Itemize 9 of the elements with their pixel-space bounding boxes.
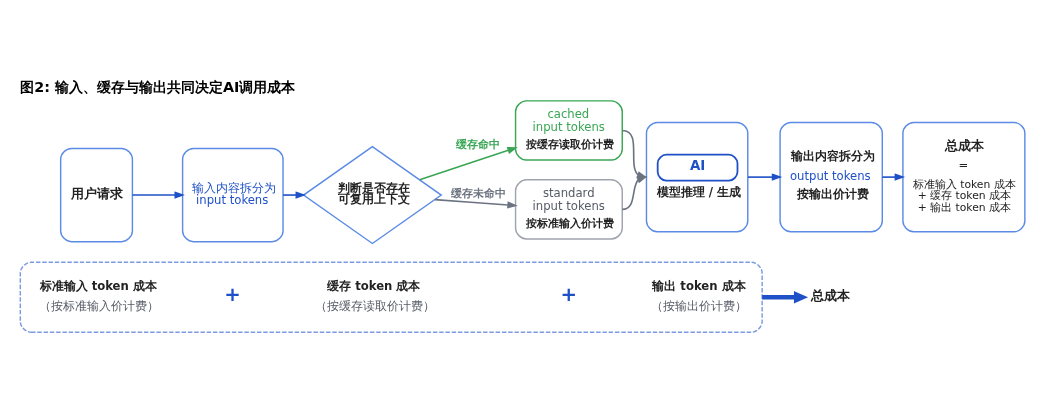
label: + xyxy=(224,282,241,306)
node-text: 标准输入 token 成本 （按标准输入价计费） xyxy=(39,278,160,313)
label: + xyxy=(560,282,577,306)
edge-label: 缓存命中 xyxy=(456,137,501,151)
node-text: 缓存 token 成本 （按缓存读取价计费） xyxy=(315,278,435,313)
node-text: 输出 token 成本 （按输出价计费） xyxy=(651,278,748,313)
node-text: 总成本 xyxy=(810,287,850,303)
edge-label: 缓存未命中 xyxy=(450,186,506,200)
diagram-title: 图2: 输入、缓存与输出共同决定AI调用成本 xyxy=(20,78,296,95)
